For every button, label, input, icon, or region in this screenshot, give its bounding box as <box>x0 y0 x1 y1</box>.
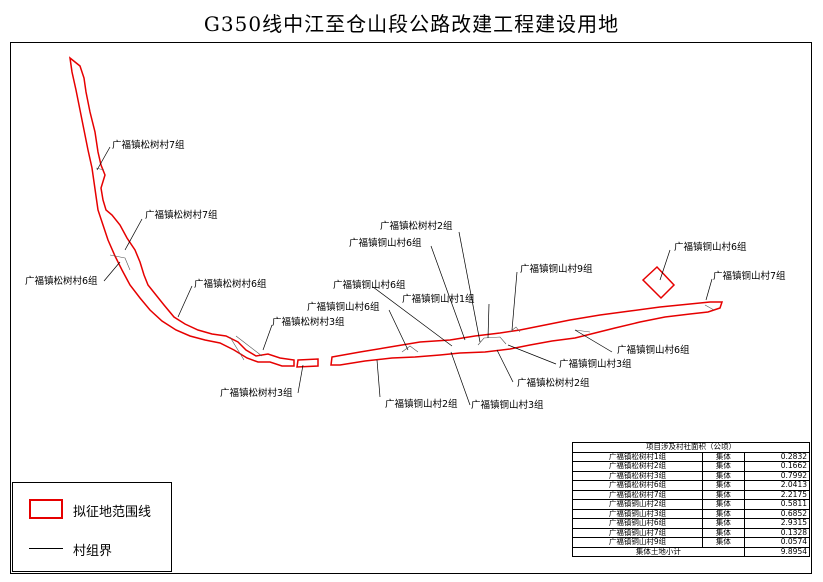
area-table-header-row: 项目涉及村社面积（公顷） <box>572 442 810 453</box>
total-label: 集体土地小计 <box>572 546 745 557</box>
row-name: 广福镇铜山村9组 <box>572 537 703 548</box>
row-name: 广福镇松树村2组 <box>572 461 703 472</box>
village-boundaries <box>95 167 715 361</box>
label-tongshan-6-e: 广福镇铜山村6组 <box>617 344 690 356</box>
map-frame <box>10 42 812 574</box>
map-legend: 拟征地范围线 村组界 <box>12 482 172 572</box>
label-songshu-3-a: 广福镇松树村3组 <box>272 316 345 328</box>
map-title: G350线中江至仓山段公路改建工程建设用地 <box>203 12 620 36</box>
row-type: 集体 <box>702 537 745 548</box>
label-tongshan-3-b: 广福镇铜山村3组 <box>471 399 544 411</box>
area-table-total-row: 集体土地小计 9.8954 <box>572 546 811 557</box>
leader-lines <box>96 146 713 406</box>
label-songshu-6-a: 广福镇松树村6组 <box>25 275 98 287</box>
row-area: 0.2832 <box>743 451 811 462</box>
legend-red-boundary-label: 拟征地范围线 <box>73 505 152 520</box>
total-value: 9.8954 <box>743 546 811 557</box>
row-area: 0.6852 <box>743 508 811 519</box>
label-songshu-7-b: 广福镇松树村7组 <box>145 209 218 221</box>
label-tongshan-6-b: 广福镇铜山村6组 <box>333 279 406 291</box>
label-songshu-2-a: 广福镇松树村2组 <box>380 220 453 232</box>
red-boundary-swatch <box>29 499 63 519</box>
label-songshu-3-b: 广福镇松树村3组 <box>220 387 293 399</box>
row-area: 0.5811 <box>743 499 811 510</box>
label-tongshan-6-c: 广福镇铜山村6组 <box>307 301 380 313</box>
row-type: 集体 <box>702 518 745 529</box>
label-tongshan-6-a: 广福镇铜山村6组 <box>349 237 422 249</box>
label-songshu-2-b: 广福镇松树村2组 <box>517 377 590 389</box>
acquisition-boundary-east <box>330 301 724 366</box>
row-area: 0.0574 <box>743 537 811 548</box>
area-table-header: 项目涉及村社面积（公顷） <box>572 442 810 453</box>
label-tongshan-7: 广福镇铜山村7组 <box>713 270 786 282</box>
row-name: 广福镇铜山村2组 <box>572 499 703 510</box>
row-type: 集体 <box>702 461 745 472</box>
label-tongshan-1: 广福镇铜山村1组 <box>402 293 475 305</box>
row-area: 0.1662 <box>743 461 811 472</box>
village-boundary-swatch <box>29 548 63 549</box>
row-type: 集体 <box>702 480 745 491</box>
label-tongshan-3-a: 广福镇铜山村3组 <box>559 358 632 370</box>
legend-village-boundary-label: 村组界 <box>73 544 113 559</box>
label-songshu-7-a: 广福镇松树村7组 <box>112 139 185 151</box>
acquisition-boundary-parcel <box>641 265 676 300</box>
row-type: 集体 <box>702 499 745 510</box>
row-area: 0.7992 <box>743 470 811 481</box>
row-area: 2.9315 <box>743 518 811 529</box>
label-tongshan-6-d: 广福镇铜山村6组 <box>674 241 747 253</box>
row-name: 广福镇铜山村6组 <box>572 518 703 529</box>
label-tongshan-9: 广福镇铜山村9组 <box>520 263 593 275</box>
row-name: 广福镇松树村6组 <box>572 480 703 491</box>
row-area: 2.0413 <box>743 480 811 491</box>
row-area: 0.1328 <box>743 527 811 538</box>
label-songshu-6-b: 广福镇松树村6组 <box>194 278 267 290</box>
label-tongshan-2: 广福镇铜山村2组 <box>385 398 458 410</box>
row-area: 2.2175 <box>743 489 811 500</box>
acquisition-boundary-west <box>68 56 295 367</box>
acquisition-boundary-island <box>296 358 319 368</box>
